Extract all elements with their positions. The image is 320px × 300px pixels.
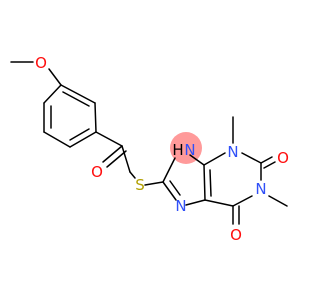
bond-n9-c4 — [189, 154, 205, 166]
bond-aryl-carbonyl — [95, 131, 123, 147]
bond-c8-n7-a — [162, 181, 177, 201]
bond-ring-2 — [94, 102, 97, 133]
bond-n7-c5 — [185, 199, 206, 206]
bond-ring-1 — [60, 84, 96, 104]
atom-n1: N — [255, 180, 266, 198]
bond-s-c8 — [144, 181, 164, 186]
bond-c8-n7-b — [169, 180, 181, 196]
bond-ring-4 — [43, 131, 71, 148]
atom-sulfur: S — [135, 176, 145, 194]
bond-ring-6 — [43, 84, 62, 104]
bond-co-b — [106, 150, 127, 168]
atom-nh-hydrogen: H — [172, 141, 183, 159]
bond-o-aryl — [48, 68, 62, 86]
atom-methoxy-oxygen: O — [35, 54, 47, 72]
atom-n9: N — [184, 141, 195, 159]
bond-ch2-s — [129, 171, 136, 179]
bond-c4-c5-a — [203, 164, 206, 201]
bond-ring-inner-2 — [69, 128, 90, 141]
bond-c4-n3 — [203, 152, 226, 166]
bond-ring-3 — [69, 131, 97, 148]
bond-n3-c2 — [241, 152, 262, 164]
nh-highlight — [170, 132, 202, 164]
bond-carbonyl-ch2 — [121, 145, 131, 173]
bond-c2-o-b — [263, 161, 276, 169]
atom-ketone-oxygen: O — [91, 163, 103, 181]
atom-n7: N — [175, 197, 186, 215]
bond-c4-c5-b — [209, 169, 212, 197]
bond-c2-o-a — [260, 156, 273, 164]
atom-o2: O — [277, 149, 289, 167]
molecule-structure-diagram: O O S H N N N N O O — [10, 54, 289, 244]
atom-o6: O — [230, 226, 242, 244]
bond-n1-c6 — [232, 195, 253, 207]
bond-ring-inner-1 — [62, 91, 90, 107]
bonds — [10, 61, 288, 225]
atom-n3: N — [227, 143, 238, 161]
bond-co-a — [102, 145, 123, 163]
bond-n1-me — [268, 195, 288, 207]
bond-c8-n9 — [162, 157, 176, 183]
bond-c6-c5 — [204, 199, 234, 207]
atom-labels: O O S H N N N N O O — [35, 54, 289, 244]
